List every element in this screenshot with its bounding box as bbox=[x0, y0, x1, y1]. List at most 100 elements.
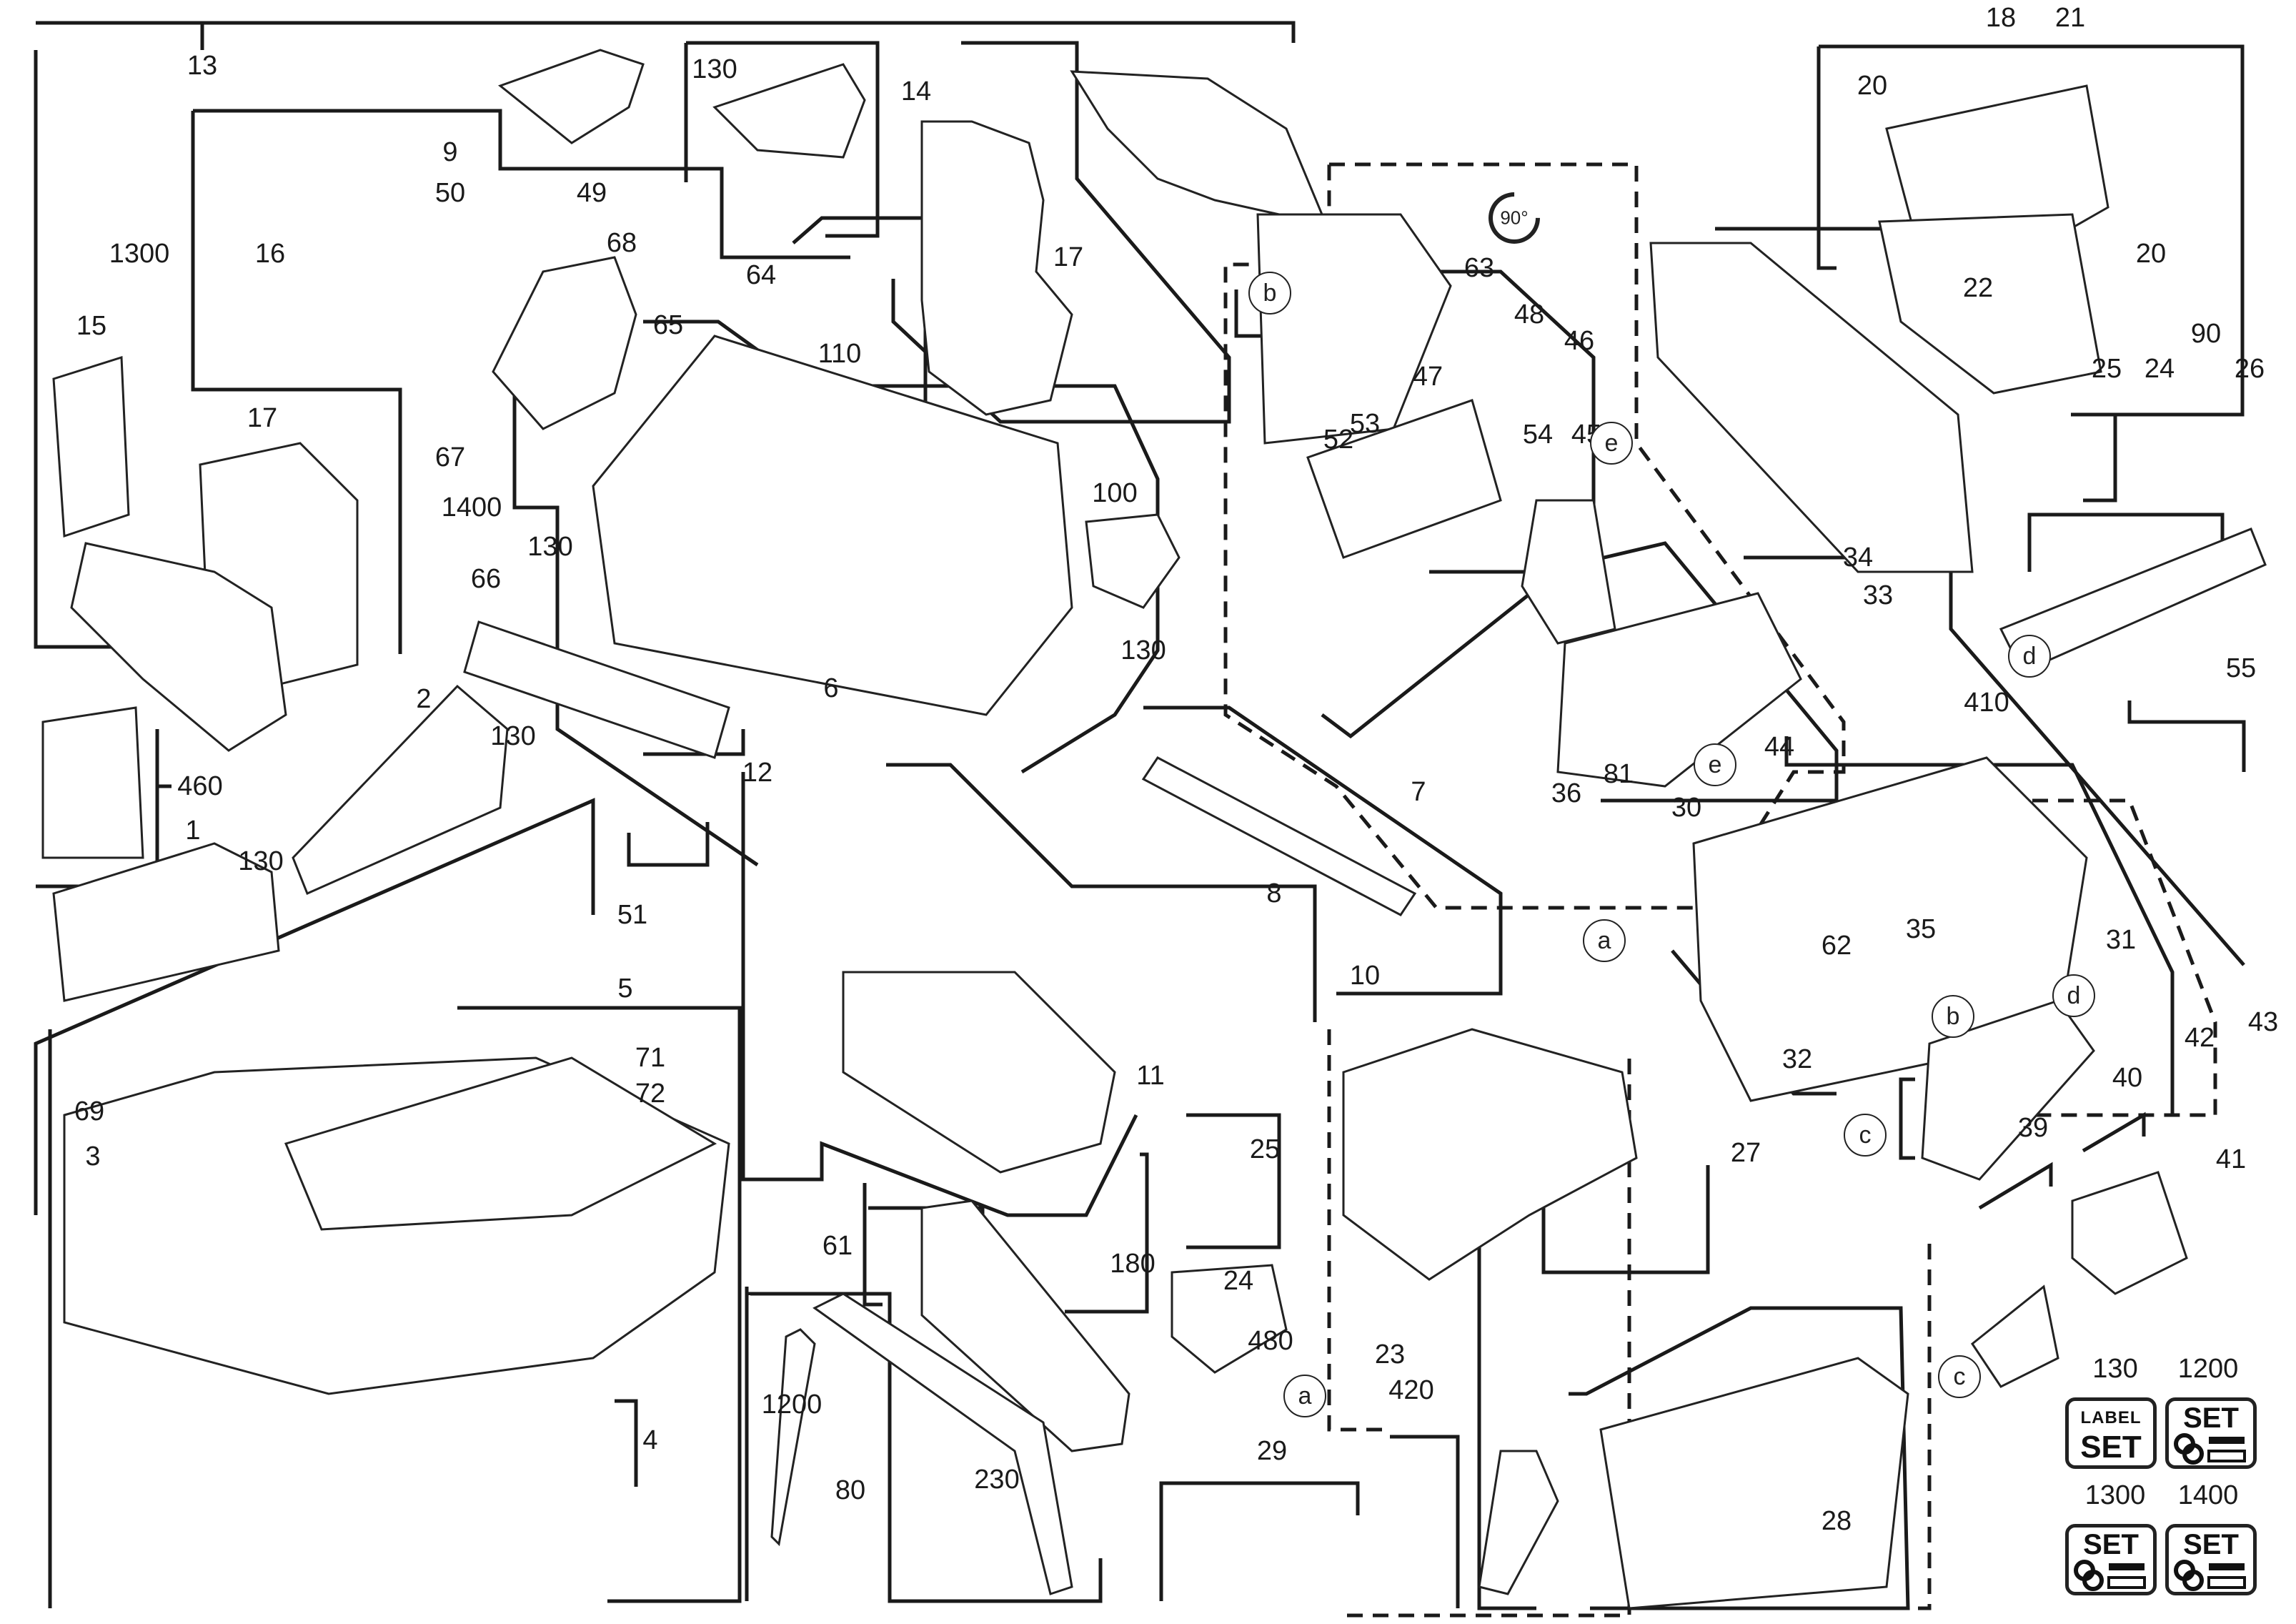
part-label-130: 130 bbox=[692, 54, 737, 84]
part-label-81: 81 bbox=[1603, 759, 1634, 789]
part-label-43: 43 bbox=[2247, 1007, 2279, 1037]
part-label-72: 72 bbox=[635, 1079, 666, 1109]
hardware-set-box: SET bbox=[2165, 1397, 2257, 1469]
part-label-55: 55 bbox=[2225, 653, 2257, 683]
part-lever-420 bbox=[1478, 1450, 1559, 1595]
part-label-35: 35 bbox=[1905, 914, 1937, 944]
part-label-62: 62 bbox=[1821, 931, 1852, 961]
hardware-set-text: SET bbox=[2183, 1529, 2239, 1560]
hardware-set-text: SET bbox=[2083, 1529, 2139, 1560]
part-lower-handle bbox=[1878, 213, 2102, 395]
part-label-1200: 1200 bbox=[761, 1390, 823, 1420]
part-label-230: 230 bbox=[974, 1465, 1020, 1495]
group-dashed-gear bbox=[1837, 1244, 1932, 1610]
part-label-32: 32 bbox=[1781, 1044, 1813, 1074]
part-label-64: 64 bbox=[745, 260, 777, 290]
part-label-9: 9 bbox=[442, 137, 458, 167]
part-label-10: 10 bbox=[1349, 961, 1381, 991]
rotation-badge: 90° bbox=[1500, 207, 1529, 229]
part-label-21: 21 bbox=[2054, 3, 2086, 33]
group-bracket-14 bbox=[686, 41, 880, 238]
part-stator-45 bbox=[1521, 499, 1616, 645]
hardware-set-box: SET bbox=[2065, 1524, 2157, 1595]
part-clamp-460 bbox=[41, 706, 144, 859]
group-bracket-24 bbox=[1186, 1113, 1281, 1249]
part-label-25: 25 bbox=[1249, 1134, 1281, 1164]
part-label-130: 130 bbox=[1120, 635, 1166, 665]
part-armature-47 bbox=[1306, 399, 1502, 559]
group-bracket-61 bbox=[863, 1183, 883, 1307]
part-label-30: 30 bbox=[1671, 793, 1702, 823]
part-label-1300: 1300 bbox=[109, 239, 170, 269]
part-label-1: 1 bbox=[185, 816, 201, 846]
part-label-48: 48 bbox=[1514, 299, 1545, 330]
part-label-54: 54 bbox=[1522, 420, 1554, 450]
part-label-100: 100 bbox=[1092, 478, 1138, 508]
part-label-53: 53 bbox=[1349, 409, 1381, 439]
group-dashed-guard bbox=[1327, 1029, 1390, 1432]
group-bracket-13-top bbox=[36, 21, 1296, 43]
part-label-6: 6 bbox=[823, 673, 839, 703]
hardware-set-text: SET bbox=[2183, 1402, 2239, 1434]
part-label-1400: 1400 bbox=[441, 492, 502, 523]
part-label-65: 65 bbox=[652, 310, 684, 340]
part-motor-44 bbox=[1556, 592, 1802, 788]
label-set-box: LABEL SET bbox=[2065, 1397, 2157, 1469]
part-label-52: 52 bbox=[1323, 425, 1354, 455]
set-number: 1300 bbox=[2084, 1480, 2146, 1510]
group-bracket-11 bbox=[741, 772, 1138, 1217]
part-label-22: 22 bbox=[1962, 273, 1994, 303]
group-bracket-51 bbox=[627, 822, 710, 867]
part-label-46: 46 bbox=[1564, 326, 1595, 356]
label-set-line1: LABEL bbox=[2080, 1408, 2142, 1427]
part-label-3: 3 bbox=[85, 1142, 101, 1172]
part-gear-case-17 bbox=[920, 120, 1073, 416]
group-bracket-46 bbox=[1234, 269, 1596, 739]
part-saw-arm-1400 bbox=[592, 335, 1073, 716]
part-label-20: 20 bbox=[2135, 239, 2167, 269]
part-table-72 bbox=[284, 1056, 717, 1231]
part-label-15: 15 bbox=[76, 311, 107, 341]
part-upper-guard bbox=[1070, 70, 1324, 216]
group-bracket-3 bbox=[34, 798, 595, 1215]
part-label-4: 4 bbox=[642, 1425, 658, 1455]
callout-a: a bbox=[1283, 1375, 1326, 1417]
part-label-110: 110 bbox=[817, 339, 862, 369]
part-label-12: 12 bbox=[742, 758, 773, 788]
part-label-410: 410 bbox=[1964, 688, 2009, 718]
part-label-39: 39 bbox=[2017, 1113, 2049, 1143]
part-hex-key-80 bbox=[770, 1328, 816, 1547]
group-bracket-17 bbox=[891, 41, 1231, 424]
part-label-13: 13 bbox=[187, 51, 218, 81]
part-label-2: 2 bbox=[416, 684, 432, 714]
part-label-34: 34 bbox=[1842, 543, 1874, 573]
part-label-180: 180 bbox=[1110, 1249, 1156, 1279]
part-label-41: 41 bbox=[2215, 1144, 2247, 1174]
part-label-20: 20 bbox=[1857, 71, 1888, 101]
part-label-7: 7 bbox=[1411, 777, 1426, 807]
washer-screw-icon bbox=[2174, 1433, 2246, 1465]
callout-d: d bbox=[2008, 635, 2051, 678]
group-bracket-230 bbox=[748, 1292, 1103, 1603]
part-label-40: 40 bbox=[2112, 1063, 2143, 1093]
part-lever-230 bbox=[812, 1292, 1073, 1595]
washer-screw-icon bbox=[2074, 1560, 2146, 1591]
part-guard-link-28 bbox=[1599, 1357, 1909, 1610]
callout-d: d bbox=[2052, 974, 2095, 1017]
group-bracket-13 bbox=[34, 50, 118, 649]
part-handle-cover-18 bbox=[1885, 84, 2109, 237]
part-label-29: 29 bbox=[1256, 1436, 1288, 1466]
label-set-line2: SET bbox=[2080, 1430, 2142, 1465]
part-label-17: 17 bbox=[1053, 242, 1084, 272]
part-housing-40 bbox=[2071, 1171, 2188, 1295]
part-label-27: 27 bbox=[1730, 1138, 1761, 1168]
part-label-14: 14 bbox=[900, 76, 932, 107]
callout-c: c bbox=[1844, 1114, 1887, 1157]
part-label-130: 130 bbox=[527, 532, 573, 562]
part-label-28: 28 bbox=[1821, 1506, 1852, 1536]
part-label-23: 23 bbox=[1374, 1340, 1406, 1370]
part-label-61: 61 bbox=[822, 1231, 853, 1261]
part-label-71: 71 bbox=[635, 1043, 666, 1073]
part-fence-2 bbox=[292, 684, 509, 896]
